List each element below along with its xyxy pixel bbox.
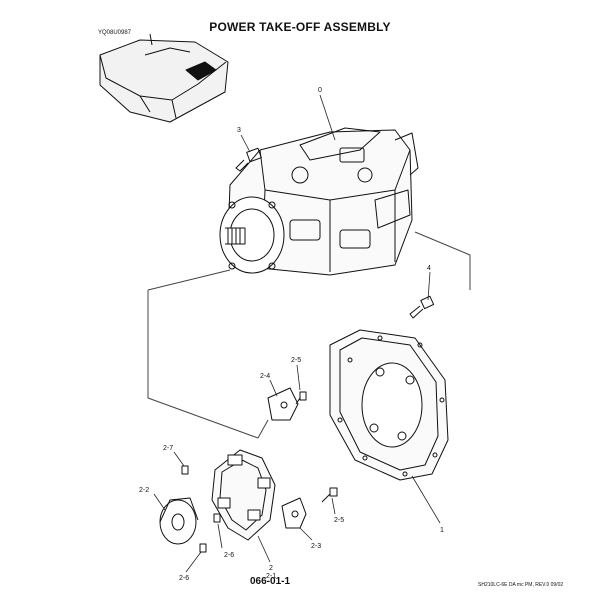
callout-2: 2 bbox=[269, 565, 273, 572]
callout-2-5-lower: 2-5 bbox=[334, 517, 344, 524]
hydraulic-pump-assembly bbox=[219, 127, 419, 276]
alignment-lines bbox=[147, 231, 471, 439]
page-title: POWER TAKE-OFF ASSEMBLY bbox=[209, 20, 391, 34]
callout-2-6-upper: 2-6 bbox=[224, 552, 234, 559]
flywheel-housing bbox=[329, 329, 449, 481]
callout-3: 3 bbox=[237, 127, 241, 134]
callout-2-3: 2-3 bbox=[311, 543, 321, 550]
callout-2-6-lower: 2-6 bbox=[179, 575, 189, 582]
callout-2-4: 2-4 bbox=[260, 373, 270, 380]
locator-code: YQ08U0987 bbox=[98, 30, 132, 36]
coupling-element bbox=[211, 449, 276, 541]
callout-1: 1 bbox=[440, 527, 444, 534]
callout-4: 4 bbox=[427, 265, 431, 272]
callout-2-7: 2-7 bbox=[163, 445, 173, 452]
leader-lines bbox=[153, 94, 441, 573]
callout-0: 0 bbox=[318, 87, 322, 94]
callout-2-2: 2-2 bbox=[139, 487, 149, 494]
callout-2-5-upper: 2-5 bbox=[291, 357, 301, 364]
machine-locator-icon bbox=[99, 33, 229, 123]
coupling-hub bbox=[159, 497, 199, 545]
coupling-insert-2-4 bbox=[267, 387, 299, 421]
coupling-insert-2-3 bbox=[281, 497, 307, 529]
bolt-3 bbox=[235, 147, 262, 172]
footer-reference: SH210LC-6E DA mc PM, REV.0 09/02 bbox=[478, 582, 564, 588]
bolt-4 bbox=[409, 295, 435, 319]
callout-2-1: 2-1 bbox=[266, 573, 276, 580]
page-number: 066-01-1 bbox=[250, 576, 291, 587]
small-fasteners bbox=[181, 391, 338, 553]
